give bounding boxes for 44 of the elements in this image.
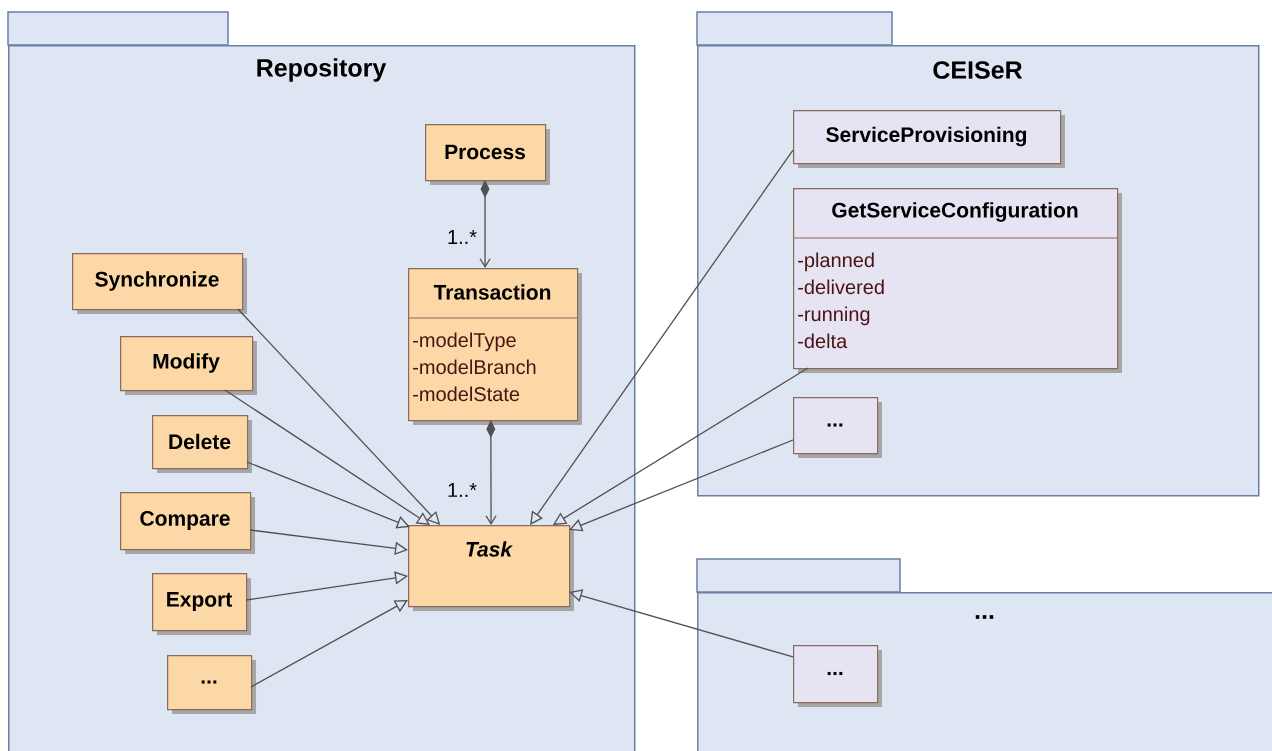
- class-box: [425, 124, 550, 185]
- class-name: Synchronize: [95, 271, 219, 291]
- attribute-text: -delivered: [798, 279, 884, 295]
- class-box: [152, 415, 252, 473]
- generalization-arrow: [569, 589, 794, 658]
- class-name: Transaction: [433, 284, 551, 300]
- class-box: [72, 253, 247, 314]
- composition-arrow: [485, 420, 497, 525]
- attribute-text: -modelBranch: [413, 359, 536, 375]
- class-name: Compare: [140, 511, 230, 530]
- multiplicity-label: 1..*: [446, 229, 478, 245]
- generalization-arrow: [569, 439, 794, 532]
- class-name: Process: [445, 144, 525, 160]
- class-name: ...: [827, 423, 843, 427]
- attribute-text: -running: [798, 306, 870, 326]
- class-name: Task: [466, 541, 513, 557]
- generalization-arrow: [246, 461, 410, 529]
- class-name: ...: [201, 680, 217, 684]
- class-box: [793, 110, 1065, 168]
- attribute-text: -modelState: [413, 386, 520, 402]
- attribute-text: -modelType: [413, 332, 516, 352]
- generalization-arrow: [249, 529, 408, 555]
- class-box: [407, 268, 582, 425]
- class-box: [167, 655, 256, 714]
- class-box: [152, 573, 251, 635]
- attribute-text: -delta: [798, 333, 848, 349]
- class-box: [793, 645, 882, 707]
- class-name: Delete: [169, 433, 231, 450]
- class-box: [793, 397, 882, 458]
- class-box: [120, 336, 257, 395]
- generalization-arrow: [530, 149, 794, 525]
- generalization-arrow: [250, 600, 408, 688]
- class-name: ServiceProvisioning: [826, 126, 1027, 147]
- generalization-arrow: [245, 571, 408, 601]
- class-box: [792, 188, 1122, 373]
- class-name: ...: [827, 671, 843, 676]
- class-name: Export: [167, 592, 232, 611]
- multiplicity-label: 1..*: [446, 482, 478, 498]
- class-name: GetServiceConfiguration: [832, 202, 1078, 222]
- composition-arrow: [479, 180, 491, 268]
- class-box: [408, 525, 574, 611]
- class-box: [120, 492, 255, 554]
- class-name: Modify: [153, 353, 220, 373]
- attribute-text: -planned: [798, 252, 874, 272]
